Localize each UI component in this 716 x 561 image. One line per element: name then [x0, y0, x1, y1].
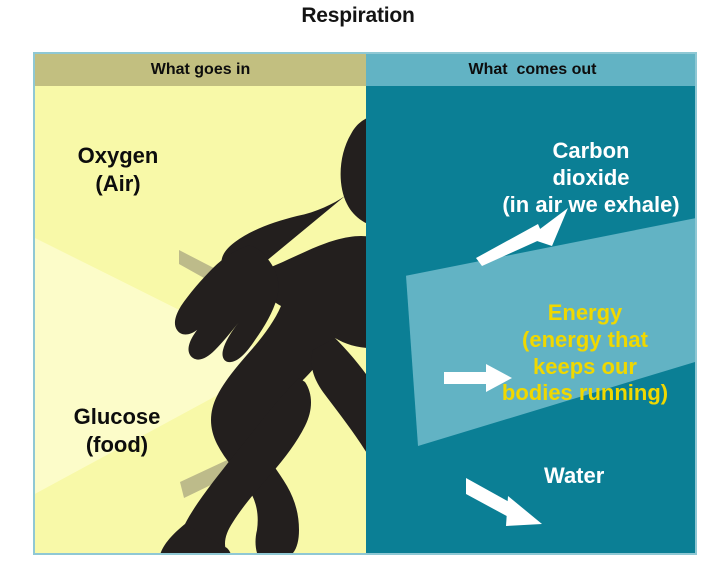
label-energy-line2: (energy that: [522, 326, 648, 352]
panel-outputs: Carbon dioxide (in air we exhale) Energy…: [366, 86, 695, 553]
page-title: Respiration: [301, 4, 415, 27]
panel-inputs: Oxygen (Air) Glucose (food): [35, 86, 460, 553]
label-water: Water: [544, 463, 684, 489]
label-water-line1: Water: [544, 463, 605, 488]
label-oxygen: Oxygen (Air): [43, 142, 193, 198]
header-bar-outputs: What comes out: [366, 54, 695, 86]
label-energy-line4: bodies running): [501, 380, 669, 406]
header-bar-inputs: What goes in: [35, 54, 366, 86]
label-carbon-dioxide-line1: Carbon: [552, 138, 630, 163]
label-energy-line1: Energy: [547, 300, 623, 325]
carbon-dioxide-arrow-up-right-icon: [476, 206, 572, 266]
label-glucose-line1: Glucose: [73, 404, 161, 429]
label-energy-line3: keeps our: [533, 353, 637, 379]
header-label-outputs: What comes out: [468, 61, 597, 78]
label-carbon-dioxide-line3: (in air we exhale): [502, 191, 680, 217]
label-carbon-dioxide-line2: dioxide: [552, 164, 630, 190]
header-label-inputs: What goes in: [150, 61, 251, 78]
label-glucose: Glucose (food): [37, 403, 197, 459]
label-energy: Energy (energy that keeps our bodies run…: [474, 300, 695, 407]
diagram-frame: What goes in What comes out Oxygen (Air): [33, 52, 697, 555]
energy-arrow-right-icon: [444, 364, 514, 394]
label-glucose-line2: (food): [85, 432, 149, 458]
label-oxygen-line2: (Air): [95, 171, 141, 197]
water-arrow-down-right-icon: [466, 476, 548, 532]
label-oxygen-line1: Oxygen: [77, 143, 159, 168]
label-carbon-dioxide: Carbon dioxide (in air we exhale): [486, 138, 695, 218]
